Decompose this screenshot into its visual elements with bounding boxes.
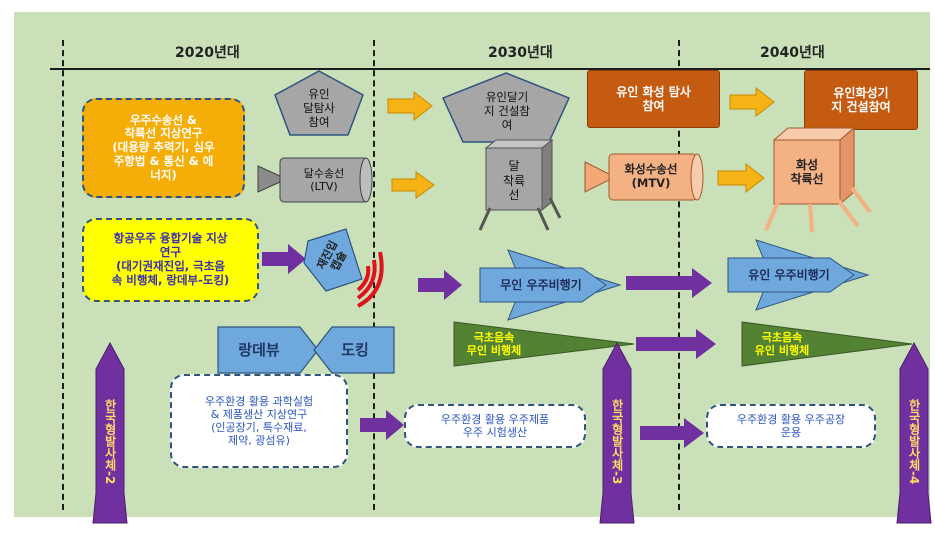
unmanned-hypersonic-shape	[453, 321, 635, 367]
ltv-shape	[257, 157, 373, 203]
timeline-axis	[50, 68, 930, 70]
unmanned-spaceplane-shape	[479, 249, 622, 321]
mars-exploration-box: 유인 화성 탐사 참여	[587, 70, 720, 128]
arrow-capsule-to-plane	[418, 270, 462, 300]
rendezvous-docking-shape	[217, 326, 395, 374]
divider-2040	[678, 40, 680, 510]
space-env-research-box: 우주환경 활용 과학실험 & 제품생산 지상연구 (인공장기, 특수재료, 제약…	[170, 374, 348, 468]
rocket-4-label: 한국형발사체-4	[907, 399, 922, 485]
arrow-unmanned-to-manned-plane	[626, 268, 712, 298]
aerospace-fusion-box: 항공우주 융합기술 지상 연구 (대기권재진입, 극초음 속 비행체, 랑데부-…	[82, 218, 259, 302]
manned-hypersonic-shape	[741, 321, 913, 367]
arrow-research-to-production	[360, 410, 404, 440]
unmanned-spaceplane-label: 무인 우주비행기	[500, 277, 582, 292]
space-production-box: 우주환경 활용 우주제품 우주 시험생산	[404, 404, 586, 448]
arrow-unmanned-to-manned-hypersonic	[636, 329, 716, 359]
arrow-production-to-factory	[640, 418, 704, 448]
pentagon-shape	[274, 70, 364, 136]
arrow-mars-exploration	[729, 86, 775, 118]
rocket-3-shape	[599, 341, 635, 524]
manned-spaceplane-label: 유인 우주비행기	[748, 267, 830, 282]
decade-2030: 2030년대	[488, 45, 553, 61]
orbit-vehicle-research-box: 우주수송선 & 착륙선 지상연구 (대용량 추력기, 심우 주항법 & 통신 &…	[82, 98, 245, 198]
mars-lander-shape	[764, 126, 872, 233]
mars-lander-label: 화성 착륙선	[790, 157, 824, 186]
manned-hypersonic-label: 극초음속 유인 비행체	[754, 330, 810, 357]
ltv-label: 달수송선 (LTV)	[303, 166, 345, 193]
rocket-4-shape	[896, 341, 932, 524]
space-factory-box: 우주환경 활용 우주공장 운용	[706, 404, 876, 448]
arrow-mtv	[717, 162, 765, 194]
arrow-aerospace-to-capsule	[262, 244, 306, 274]
lunar-base-label: 유인달기 지 건설참 여	[484, 90, 530, 132]
lunar-lander-label: 달 착륙 선	[502, 159, 526, 203]
unmanned-hypersonic-label: 극초음속 무인 비행체	[466, 330, 522, 357]
rendezvous-label: 랑데뷰	[238, 341, 280, 359]
arrow-ltv	[391, 171, 435, 199]
manned-lunar-probe-label: 유인 달탐사 참여	[303, 87, 335, 129]
divider-2020	[62, 40, 64, 510]
mtv-label: 화성수송선 (MTV)	[624, 162, 678, 190]
lunar-lander-shape	[478, 138, 562, 231]
signal-waves-icon	[356, 251, 384, 308]
rocket-2-shape	[92, 341, 128, 524]
mtv-shape	[584, 153, 704, 201]
rocket-3-label: 한국형발사체-3	[610, 399, 625, 485]
mars-base-box: 유인화성기 지 건설참여	[804, 70, 918, 130]
manned-spaceplane-shape	[727, 239, 870, 311]
rocket-2-label: 한국형발사체-2	[103, 399, 118, 485]
decade-2020: 2020년대	[175, 45, 240, 61]
docking-label: 도킹	[341, 341, 369, 359]
arrow-lunar-probe	[387, 90, 433, 122]
reentry-capsule-shape	[303, 228, 363, 292]
decade-2040: 2040년대	[760, 45, 825, 61]
